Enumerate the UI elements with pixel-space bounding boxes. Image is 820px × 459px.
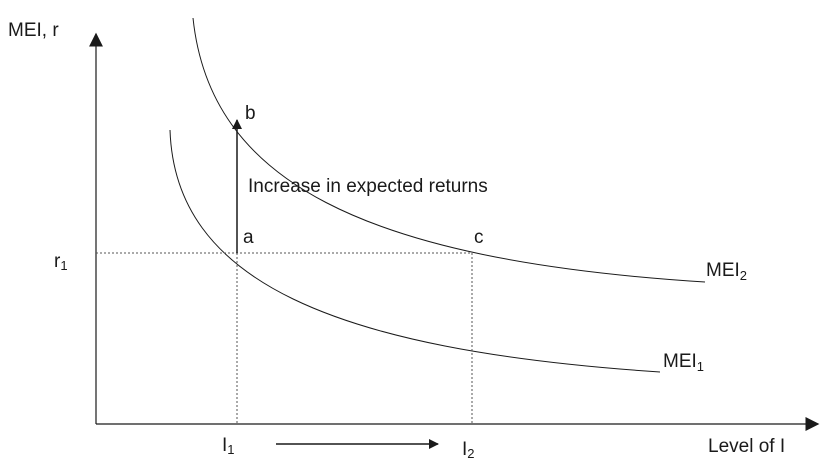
- tick-r1-sub: 1: [60, 258, 67, 273]
- mei1-curve: [169, 129, 661, 373]
- tick-i2-base: I: [462, 439, 467, 459]
- mei2-curve: [192, 17, 706, 283]
- x-axis-label: Level of I: [708, 436, 785, 457]
- tick-i2-sub: 2: [467, 446, 474, 459]
- mei1-label-sub: 1: [697, 359, 704, 374]
- tick-i1-sub: 1: [227, 442, 234, 457]
- tick-r1: r1: [54, 251, 68, 273]
- tick-i1-base: I: [222, 435, 227, 456]
- tick-i1: I1: [222, 435, 235, 457]
- mei2-label-base: MEI: [706, 260, 740, 281]
- point-b-label: b: [245, 103, 256, 124]
- tick-r1-base: r: [54, 251, 61, 272]
- point-a-label: a: [243, 227, 254, 248]
- tick-i2: I2: [462, 439, 475, 459]
- y-axis-label: MEI, r: [8, 20, 59, 41]
- mei2-label-sub: 2: [740, 268, 747, 283]
- mei1-label: MEI1: [663, 351, 704, 374]
- mei2-label: MEI2: [706, 260, 747, 283]
- annotation-label: Increase in expected returns: [248, 176, 488, 197]
- mei1-label-base: MEI: [663, 351, 697, 372]
- point-c-label: c: [474, 227, 484, 248]
